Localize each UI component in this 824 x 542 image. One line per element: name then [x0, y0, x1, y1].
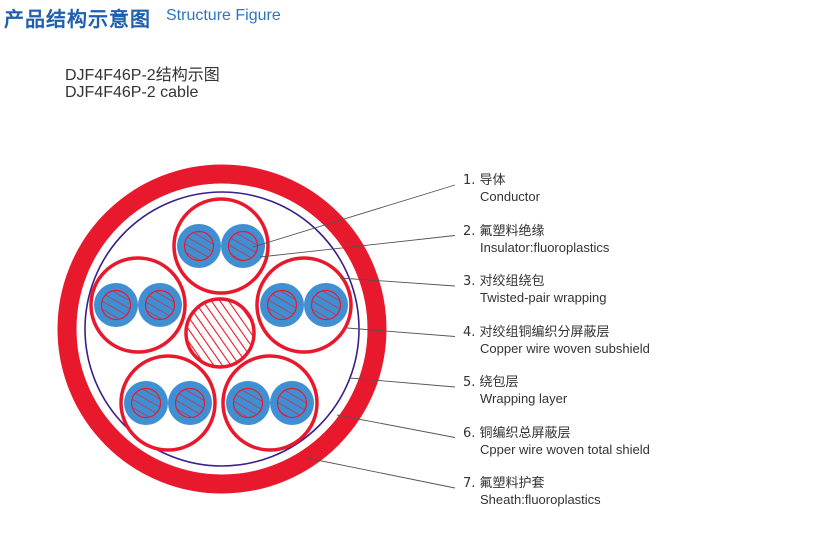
callout-en: Conductor	[480, 189, 540, 204]
conductor	[276, 387, 308, 419]
callout-zh: 1. 导体	[463, 173, 506, 188]
leader-line	[349, 377, 456, 388]
leader-line	[339, 277, 456, 287]
leader-line	[259, 235, 456, 258]
page-title-en: Structure Figure	[166, 7, 281, 24]
callout-en: Copper wire woven subshield	[480, 340, 650, 356]
callout-zh: 4. 对绞组铜编织分屏蔽层	[463, 324, 610, 340]
callout-zh: 5. 绕包层	[463, 375, 519, 390]
callout-zh: 3. 对绞组绕包	[463, 274, 545, 289]
leader-line	[346, 327, 456, 337]
conductor	[130, 387, 162, 419]
conductor	[183, 230, 215, 262]
conductor	[174, 387, 206, 419]
callout-en: Wrapping layer	[480, 391, 568, 406]
conductor	[227, 230, 259, 262]
conductor	[232, 387, 264, 419]
conductor	[266, 289, 298, 321]
model-name-zh: DJF4F46P-2结构示图	[65, 67, 220, 84]
conductor	[144, 289, 176, 321]
model-name-en: DJF4F46P-2 cable	[65, 84, 199, 101]
center-filler	[184, 297, 256, 369]
callout-zh: 7. 氟塑料护套	[463, 476, 545, 491]
callout-en: Insulator:fluoroplastics	[480, 239, 610, 255]
leader-line	[252, 184, 456, 248]
callout-zh: 2. 氟塑料绝缘	[463, 223, 545, 239]
leader-line	[306, 457, 456, 489]
outer-sheath	[57, 164, 387, 494]
callout-zh: 6. 铜编织总屏蔽层	[463, 425, 571, 441]
callout-en: Cpper wire woven total shield	[480, 441, 650, 457]
page-title: 产品结构示意图	[4, 7, 151, 31]
callout-en: Sheath:fluoroplastics	[480, 492, 601, 507]
leader-line	[336, 414, 456, 438]
callout-en: Twisted-pair wrapping	[480, 290, 607, 305]
conductor	[100, 289, 132, 321]
conductor	[310, 289, 342, 321]
